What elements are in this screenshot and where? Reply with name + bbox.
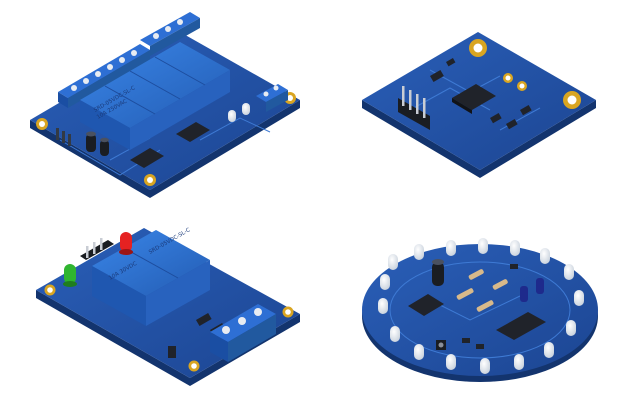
header-pins xyxy=(398,86,430,130)
driver-chip-2 xyxy=(176,122,210,142)
indicator-leds xyxy=(63,232,133,287)
center-components xyxy=(408,259,546,350)
four-relay-board: SRD-05VDC-SL-C 10A 250VAC xyxy=(30,12,300,198)
led-ring xyxy=(378,238,584,374)
sensor-chip xyxy=(452,84,496,110)
round-led-board xyxy=(362,238,598,382)
status-leds xyxy=(228,103,250,122)
terminal-blocks xyxy=(58,12,200,108)
header-pins xyxy=(80,238,114,260)
two-relay-board: SRD-05VDC-SL-C 10A 30VDC xyxy=(36,227,300,386)
terminal-block xyxy=(210,304,276,362)
mounting-pads xyxy=(469,39,581,109)
header-pins xyxy=(56,128,71,146)
capacitors xyxy=(86,131,109,156)
square-sensor-board xyxy=(362,32,596,178)
relay-block: SRD-05VDC-SL-C 10A 250VAC xyxy=(80,42,230,150)
relay-block: SRD-05VDC-SL-C 10A 30VDC xyxy=(92,227,210,326)
smd-components xyxy=(430,58,532,130)
driver-chip xyxy=(130,148,164,168)
